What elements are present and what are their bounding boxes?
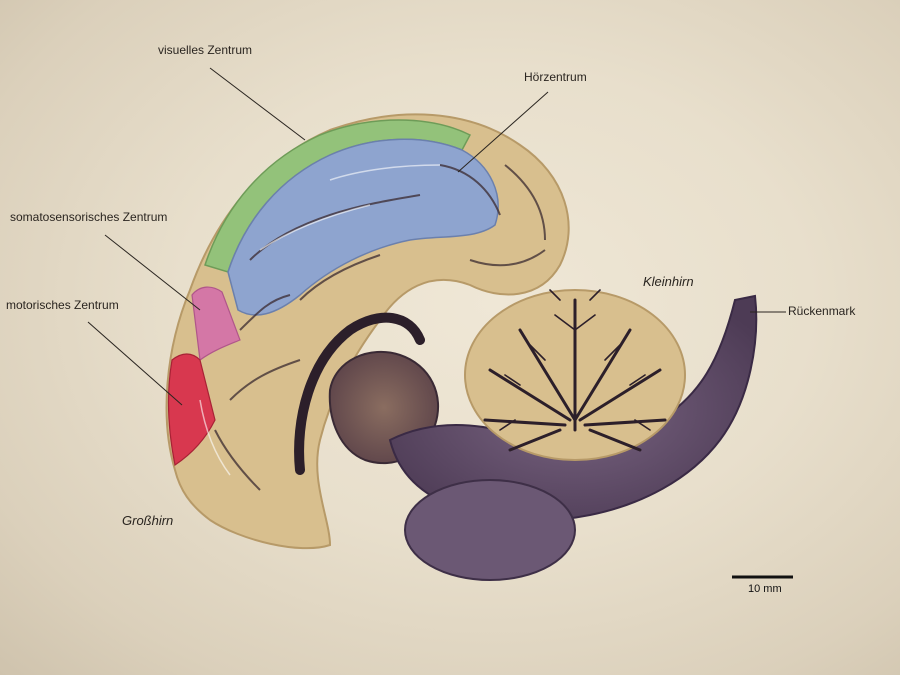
auditory-cortex-region: [227, 138, 499, 316]
pons: [404, 479, 576, 581]
label-somatosensory-center: somatosensorisches Zentrum: [10, 210, 168, 224]
scale-label: 10 mm: [748, 583, 782, 595]
label-auditory-center: Hörzentrum: [524, 70, 587, 84]
label-visual-center: visuelles Zentrum: [158, 43, 253, 57]
somatosensory-cortex-region: [191, 286, 241, 362]
label-cerebellum: Kleinhirn: [643, 274, 694, 289]
leader-lines: [87, 67, 786, 406]
cerebellum: [464, 289, 686, 461]
label-motor-center: motorisches Zentrum: [6, 298, 119, 312]
label-spinal-cord: Rückenmark: [788, 304, 856, 318]
motor-cortex-region: [167, 353, 216, 466]
label-cerebrum: Großhirn: [122, 513, 174, 528]
corpus-callosum: [294, 312, 425, 475]
